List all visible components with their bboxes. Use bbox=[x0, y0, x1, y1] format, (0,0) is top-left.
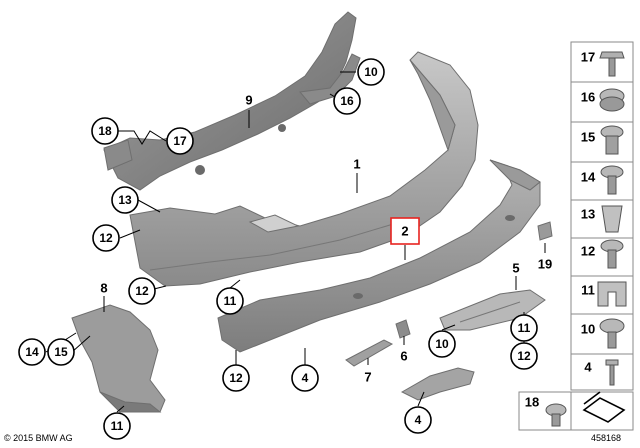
callout-label: 13 bbox=[118, 193, 132, 207]
push-clip-icon bbox=[545, 403, 567, 427]
callout-17-top: 17 bbox=[166, 127, 194, 155]
diffuser-part bbox=[439, 289, 546, 331]
callout-10-bottom: 10 bbox=[428, 330, 456, 358]
bolt-icon bbox=[600, 165, 624, 195]
callout-label: 17 bbox=[173, 134, 187, 148]
callout-13: 13 bbox=[111, 186, 139, 214]
callout-4-lower: 4 bbox=[404, 406, 432, 434]
callout-5: 5 bbox=[512, 261, 519, 276]
callout-label: 16 bbox=[340, 94, 354, 108]
copyright-text: © 2015 BMW AG bbox=[4, 433, 73, 443]
side-part-16: 16 bbox=[581, 90, 595, 105]
callout-label: 14 bbox=[25, 345, 39, 359]
callout-11-right: 11 bbox=[510, 314, 538, 342]
callout-4-bottom: 4 bbox=[291, 364, 319, 392]
side-part-11: 11 bbox=[581, 283, 595, 298]
callout-6: 6 bbox=[400, 349, 407, 364]
callout-label: 11 bbox=[518, 321, 531, 335]
rivet-icon bbox=[600, 239, 624, 269]
callout-label: 12 bbox=[99, 231, 113, 245]
mounting-rail-part bbox=[103, 11, 361, 191]
spring-nut-icon bbox=[600, 125, 624, 155]
bracket-clip-icon bbox=[597, 281, 627, 307]
legend-icon bbox=[582, 391, 626, 423]
guide-part bbox=[400, 367, 475, 401]
callout-label: 12 bbox=[517, 349, 531, 363]
callout-11-bottom: 11 bbox=[103, 412, 131, 440]
side-part-4: 4 bbox=[584, 360, 592, 375]
callout-label: 11 bbox=[224, 294, 237, 308]
clip-part bbox=[395, 319, 411, 339]
callout-12-bottom: 12 bbox=[222, 364, 250, 392]
callout-8: 8 bbox=[100, 281, 107, 296]
callout-12-left: 12 bbox=[92, 224, 120, 252]
screw-icon bbox=[599, 51, 625, 77]
bracket-part bbox=[71, 304, 166, 413]
callout-11-mid: 11 bbox=[216, 287, 244, 315]
callout-label: 4 bbox=[302, 371, 309, 385]
expanding-clip-icon bbox=[601, 205, 623, 233]
callout-label: 2 bbox=[401, 224, 408, 239]
diagram-id: 458168 bbox=[591, 433, 621, 443]
side-part-17: 17 bbox=[581, 50, 595, 65]
callout-label: 4 bbox=[415, 413, 422, 427]
side-part-15: 15 bbox=[581, 130, 595, 145]
nut-icon bbox=[599, 88, 625, 112]
callout-label: 15 bbox=[54, 345, 68, 359]
callout-19: 19 bbox=[538, 257, 552, 272]
callout-2-highlighted: 2 bbox=[390, 217, 420, 245]
callout-18-top: 18 bbox=[91, 117, 119, 145]
lower-bumper-part bbox=[217, 159, 541, 353]
callout-14: 14 bbox=[18, 338, 46, 366]
collar-screw-icon bbox=[599, 318, 625, 349]
callout-label: 10 bbox=[364, 65, 378, 79]
side-part-13: 13 bbox=[581, 207, 595, 222]
clip-19-part bbox=[537, 221, 553, 241]
leader-lines bbox=[45, 71, 546, 413]
bottom-parts: 18 bbox=[518, 391, 634, 431]
callout-7: 7 bbox=[364, 370, 371, 385]
callout-16: 16 bbox=[333, 87, 361, 115]
callout-label: 18 bbox=[98, 124, 112, 138]
small-screw-icon bbox=[605, 359, 619, 386]
callout-9: 9 bbox=[245, 93, 252, 108]
side-parts-list: 17 16 15 14 13 12 11 10 4 bbox=[570, 41, 634, 391]
side-part-14: 14 bbox=[581, 170, 596, 185]
callout-15: 15 bbox=[47, 338, 75, 366]
side-part-12: 12 bbox=[581, 244, 595, 259]
strip-part bbox=[345, 339, 394, 367]
callout-1: 1 bbox=[353, 157, 360, 172]
bracket-18-part bbox=[103, 139, 133, 171]
callout-10-top: 10 bbox=[357, 58, 385, 86]
callout-label: 12 bbox=[229, 371, 243, 385]
side-part-10: 10 bbox=[581, 322, 595, 337]
side-part-18: 18 bbox=[525, 395, 539, 410]
callout-label: 12 bbox=[135, 284, 149, 298]
callout-label: 10 bbox=[435, 337, 449, 351]
callout-label: 11 bbox=[111, 419, 124, 433]
callout-12-mid: 12 bbox=[128, 277, 156, 305]
callout-12-right: 12 bbox=[510, 342, 538, 370]
